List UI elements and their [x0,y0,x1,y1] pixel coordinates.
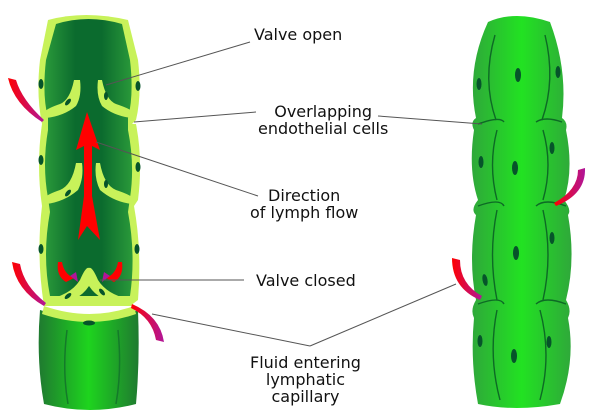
leader-direction-flow [95,141,259,197]
label-overlapping-cells: Overlapping endothelial cells [258,103,388,137]
label-line: lymphatic [265,370,346,389]
label-line: Valve open [254,25,343,44]
label-line: Overlapping [274,102,373,121]
fluid-arrow [131,304,164,342]
backflow-arrow-right [106,262,123,282]
vessel-cross-section [38,15,141,410]
label-line: Valve closed [256,271,356,290]
cell-border [63,329,69,405]
backflow-arrow-tip [70,272,78,282]
leader-lines [95,41,483,347]
vessel-exterior [471,16,572,408]
nuclei-right-vessel [476,66,561,363]
label-line: Fluid entering [250,353,361,372]
valve-flap-open-left-2 [44,163,83,204]
valve-flap-open-right-2 [95,163,134,204]
leader-overlapping-right [377,115,483,125]
label-line: Direction [268,186,341,205]
label-fluid-entering: Fluid entering lymphatic capillary [250,354,361,405]
label-line: endothelial cells [258,119,389,138]
label-valve-open: Valve open [254,26,342,43]
leader-fluid-left [151,313,311,347]
vessel-lower-segment [38,310,139,410]
nuclei-left-vessel [38,79,141,299]
leader-fluid-right [309,283,457,347]
fluid-entering-arrows-left [8,78,164,342]
fluid-arrow [12,262,46,306]
valve-flap-open-left [44,80,81,118]
leader-overlapping-left [133,111,257,123]
leader-valve-open [105,41,251,86]
cell-borders-exterior [477,34,567,401]
fluid-arrow [8,78,44,122]
label-line: capillary [271,387,340,406]
fluid-arrow [452,258,482,300]
backflow-arrow-left [57,262,74,282]
label-line: of lymph flow [250,203,359,222]
label-direction-of-flow: Direction of lymph flow [250,187,358,221]
cell-junction-lower [42,306,136,322]
fluid-entering-arrows-right [452,168,586,300]
nucleus [83,320,95,326]
cell-border [115,329,121,405]
fluid-arrow [554,168,586,206]
valve-flap-open-right [97,80,134,118]
label-valve-closed: Valve closed [256,272,356,289]
lymph-flow-arrow [76,112,100,240]
